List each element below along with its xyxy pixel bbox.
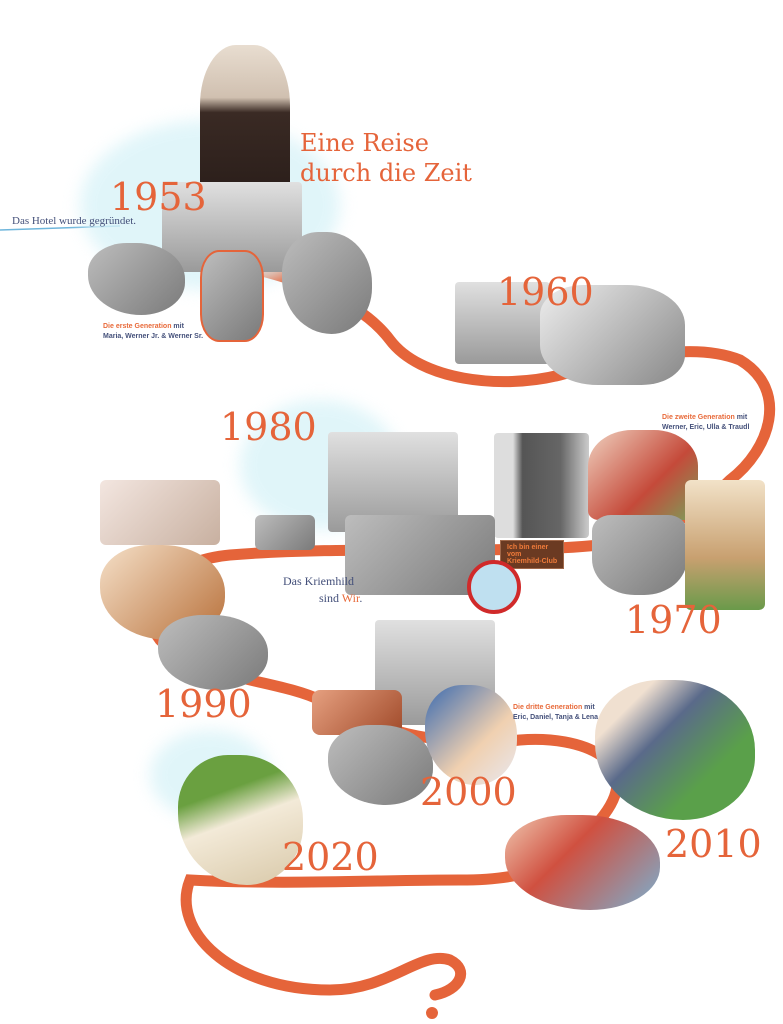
club-sticker xyxy=(467,560,521,614)
slogan-prefix: sind xyxy=(319,591,342,605)
title-line-1: Eine Reise xyxy=(300,129,429,157)
caption-highlight: Die erste Generation xyxy=(103,323,172,330)
founded-note: Das Hotel wurde gegründet. xyxy=(12,215,137,227)
caption-highlight: Die dritte Generation xyxy=(513,704,583,711)
club-badge: Ich bin einer vom Kriemhild-Club xyxy=(500,540,565,569)
year-1960: 1960 xyxy=(497,270,594,314)
club-badge-line: Kriemhild-Club xyxy=(507,558,558,565)
year-2010: 2010 xyxy=(665,822,762,866)
restaurant-1970-photo xyxy=(592,515,687,595)
caption-names: Eric, Daniel, Tanja & Lena xyxy=(513,714,599,721)
family-standing-photo xyxy=(200,250,264,342)
caption-suffix: mit xyxy=(734,414,748,421)
slogan-highlight: Wir xyxy=(341,591,360,605)
first-generation-photo xyxy=(88,243,185,315)
team-2010-photo xyxy=(505,815,660,910)
pension-guests-photo xyxy=(282,232,372,334)
slogan: Das Kriemhild sind Wir. xyxy=(283,573,362,607)
family-1990-photo xyxy=(158,615,268,690)
club-badge-line: vom xyxy=(507,551,522,558)
solar-hotel-photo xyxy=(595,680,755,820)
hotel-2020-photo xyxy=(178,755,303,885)
year-1970: 1970 xyxy=(625,598,722,642)
slogan-line-1: Das Kriemhild xyxy=(283,574,354,588)
balcony-1970-photo xyxy=(685,480,765,610)
year-1990: 1990 xyxy=(155,682,252,726)
ivy-hotel-photo xyxy=(494,433,589,538)
first-generation-caption: Die erste Generation mit Maria, Werner J… xyxy=(103,322,203,342)
hotel-1960-photo xyxy=(455,282,550,364)
page-title: Eine Reise durch die Zeit xyxy=(300,128,472,188)
founder-photo xyxy=(200,45,290,195)
year-2000: 2000 xyxy=(420,770,517,814)
slogan-suffix: . xyxy=(359,591,363,605)
club-badge-line: Ich bin einer xyxy=(507,544,549,551)
second-generation-photo xyxy=(588,430,698,520)
third-generation-caption: Die dritte Generation mit Eric, Daniel, … xyxy=(513,703,598,723)
lobby-1960-photo xyxy=(540,285,685,385)
title-line-2: durch die Zeit xyxy=(300,159,472,187)
year-1953: 1953 xyxy=(110,175,207,219)
year-2020: 2020 xyxy=(282,835,379,879)
third-generation-photo xyxy=(425,685,517,785)
caption-suffix: mit xyxy=(171,323,184,330)
caption-highlight: Die zweite Generation xyxy=(662,414,735,421)
caption-names: Maria, Werner Jr. & Werner Sr. xyxy=(103,333,204,340)
kitchen-photo xyxy=(328,725,433,805)
street-group-photo xyxy=(255,515,315,550)
year-1980: 1980 xyxy=(220,405,317,449)
caption-names: Werner, Eric, Ulla & Traudl xyxy=(662,424,750,431)
slogan-line-2: sind Wir. xyxy=(283,590,362,607)
caption-suffix: mit xyxy=(582,704,595,711)
second-generation-caption: Die zweite Generation mit Werner, Eric, … xyxy=(662,413,749,433)
hotel-sign-photo xyxy=(100,480,220,545)
